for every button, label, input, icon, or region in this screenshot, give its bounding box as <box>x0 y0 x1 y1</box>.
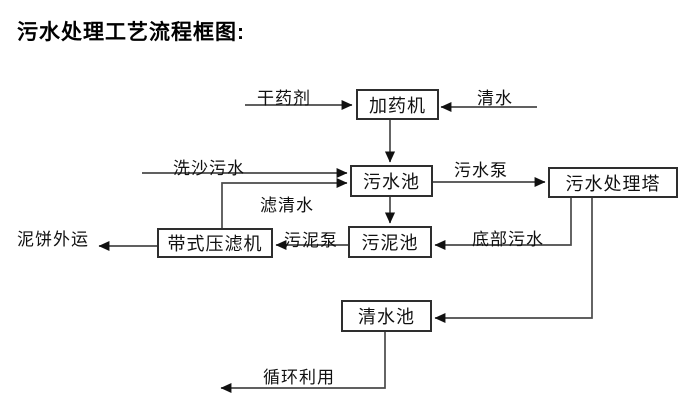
arrow-recycle-out <box>220 332 386 394</box>
node-sewage-pool: 污水池 <box>350 165 433 197</box>
edge-label-sand-washing-sewage: 洗沙污水 <box>173 159 245 178</box>
arrow-tower-to-clean-water-pool <box>434 198 593 324</box>
arrow-bottom-sewage-to-sludge-pool <box>434 198 572 251</box>
node-belt-filter-press: 带式压滤机 <box>157 228 273 258</box>
diagram-title: 污水处理工艺流程框图: <box>17 21 245 44</box>
node-treatment-tower: 污水处理塔 <box>548 167 678 198</box>
edge-label-sludge-pump: 污泥泵 <box>284 231 338 250</box>
edge-label-dry-agent: 干药剂 <box>257 89 311 108</box>
node-sludge-pool: 污泥池 <box>348 226 432 258</box>
node-dosing-machine: 加药机 <box>356 89 439 120</box>
edge-label-filtered-water: 滤清水 <box>260 196 314 215</box>
edge-label-mud-cake-out: 泥饼外运 <box>17 230 89 249</box>
node-clean-water-pool: 清水池 <box>341 300 432 332</box>
arrow-filtered-water-to-sewage-pool <box>221 177 348 228</box>
edge-label-bottom-sewage: 底部污水 <box>472 230 544 249</box>
edge-label-clean-water: 清水 <box>477 89 513 108</box>
edge-label-recycle: 循环利用 <box>263 368 335 387</box>
edge-label-sewage-pump: 污水泵 <box>454 161 508 180</box>
